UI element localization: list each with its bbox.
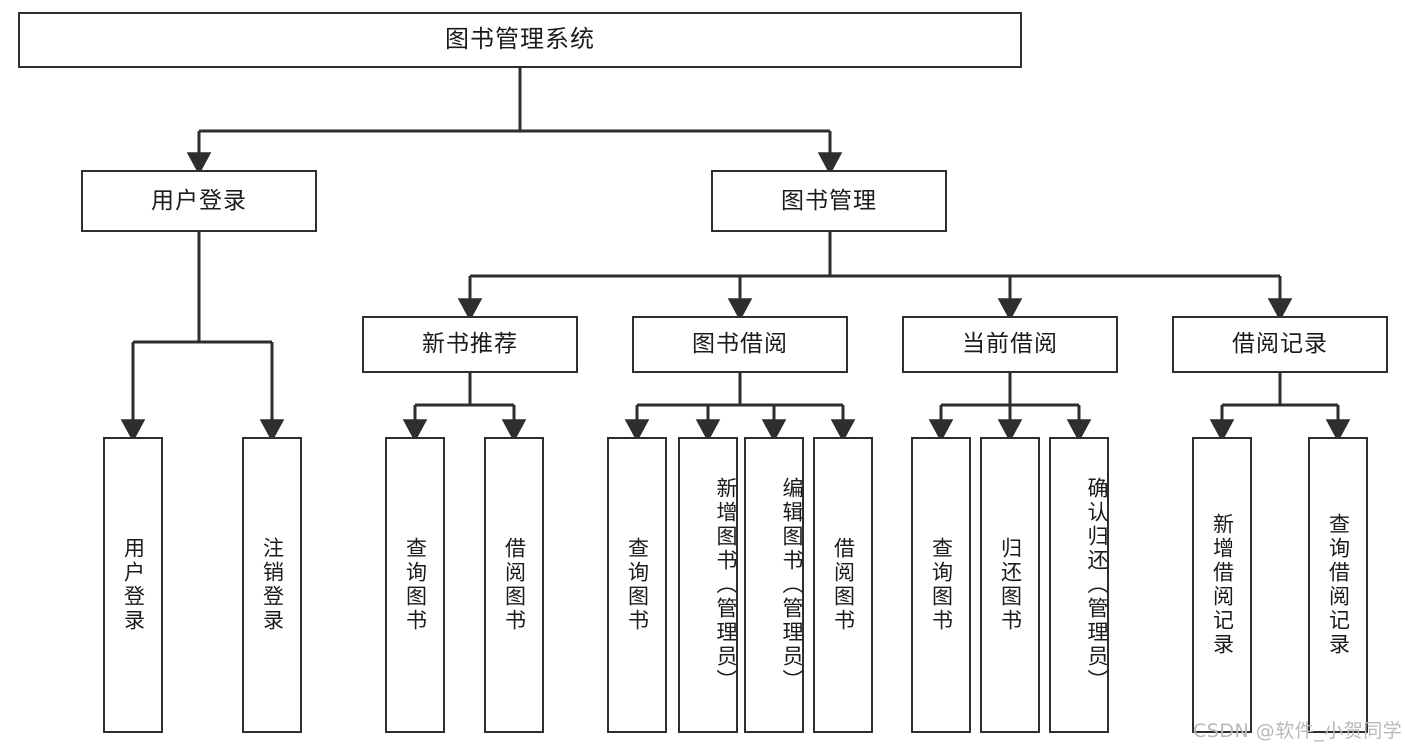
node-leaf-borrow-book[interactable]: 借阅图书	[813, 437, 873, 733]
node-label: 借阅记录	[1232, 331, 1328, 358]
node-label: 查询图书	[403, 537, 428, 633]
node-label: 借阅图书	[502, 537, 527, 633]
node-leaf-user-login[interactable]: 用户登录	[103, 437, 163, 733]
node-new-book-recommend[interactable]: 新书推荐	[362, 316, 578, 373]
node-label: 图书借阅	[692, 331, 788, 358]
node-label: 当前借阅	[962, 331, 1058, 358]
node-leaf-edit-book-admin[interactable]: 编辑图书（管理员）	[744, 437, 804, 733]
node-label: 查询借阅记录	[1326, 513, 1351, 657]
node-label: 图书管理系统	[445, 25, 595, 54]
node-label: 新增图书（管理员）	[714, 477, 738, 693]
node-label: 用户登录	[151, 187, 247, 214]
node-leaf-query-book-current[interactable]: 查询图书	[911, 437, 971, 733]
node-label: 归还图书	[998, 537, 1023, 633]
node-leaf-confirm-return-admin[interactable]: 确认归还（管理员）	[1049, 437, 1109, 733]
node-label: 编辑图书（管理员）	[780, 477, 804, 693]
node-label: 新增借阅记录	[1210, 513, 1235, 657]
node-label: 图书管理	[781, 187, 877, 214]
node-label: 新书推荐	[422, 331, 518, 358]
node-label: 借阅图书	[831, 537, 856, 633]
node-leaf-query-book-borrow[interactable]: 查询图书	[607, 437, 667, 733]
node-leaf-add-borrow-record[interactable]: 新增借阅记录	[1192, 437, 1252, 733]
watermark-text: CSDN @软件_小贺同学	[1193, 720, 1403, 742]
node-leaf-query-borrow-record[interactable]: 查询借阅记录	[1308, 437, 1368, 733]
node-root-book-management-system[interactable]: 图书管理系统	[18, 12, 1022, 68]
node-label: 确认归还（管理员）	[1085, 477, 1109, 693]
node-leaf-query-book-recommend[interactable]: 查询图书	[385, 437, 445, 733]
node-book-management[interactable]: 图书管理	[711, 170, 947, 232]
node-label: 查询图书	[929, 537, 954, 633]
node-leaf-add-book-admin[interactable]: 新增图书（管理员）	[678, 437, 738, 733]
node-leaf-return-book[interactable]: 归还图书	[980, 437, 1040, 733]
node-current-borrow[interactable]: 当前借阅	[902, 316, 1118, 373]
node-borrow-record[interactable]: 借阅记录	[1172, 316, 1388, 373]
node-leaf-borrow-book-recommend[interactable]: 借阅图书	[484, 437, 544, 733]
node-label: 用户登录	[121, 537, 146, 633]
node-label: 注销登录	[260, 537, 285, 633]
node-label: 查询图书	[625, 537, 650, 633]
node-user-login[interactable]: 用户登录	[81, 170, 317, 232]
node-book-borrow[interactable]: 图书借阅	[632, 316, 848, 373]
node-leaf-logout-login[interactable]: 注销登录	[242, 437, 302, 733]
